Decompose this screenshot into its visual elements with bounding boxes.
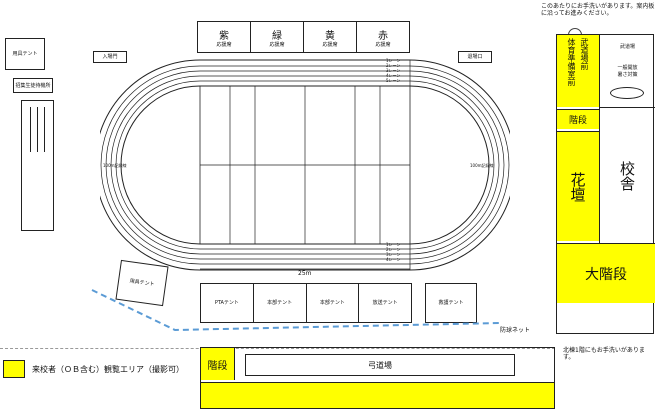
top-note: このあたりにお手洗いがあります。案内板に沿ってお進みください。 bbox=[541, 3, 655, 17]
track bbox=[100, 59, 510, 271]
lane-labels-top: 1レーン 2レーン 3レーン 4レーン 5レーン bbox=[386, 58, 401, 83]
mark-right: 100m記録線 bbox=[470, 163, 494, 168]
tent-hq-2: 本部テント bbox=[307, 284, 360, 322]
ball-net bbox=[91, 289, 501, 332]
east-area: 体育準備室前 武道場前 武道場 一般開放 暑さ対策 階段 花壇 校舎 大階段 bbox=[556, 34, 655, 334]
seat-yellow: 黄 応援席 bbox=[304, 22, 357, 52]
tent-hq-1: 本部テント bbox=[254, 284, 307, 322]
assembly-area: 招集生徒待機所 bbox=[13, 78, 53, 93]
north-note: 北棟1階にもお手洗いがあります。 bbox=[563, 347, 645, 361]
exit-gate: 退場口 bbox=[458, 51, 492, 63]
tents-row: PTAテント 本部テント 本部テント 放送テント bbox=[200, 283, 412, 323]
tent-broadcast: 放送テント bbox=[372, 300, 398, 306]
team-seats: 紫 応援席 緑 応援席 黄 応援席 赤 応援席 bbox=[197, 21, 410, 53]
tent-pta: PTAテント bbox=[201, 284, 254, 322]
assembly-lanes bbox=[21, 100, 54, 231]
school-building: 校舎 bbox=[599, 107, 655, 243]
flowerbed: 花壇 bbox=[557, 131, 599, 241]
lane-labels-bottom: 1レーン 2レーン 3レーン 4レーン bbox=[386, 242, 401, 262]
bottom-area: 階段 弓道場 bbox=[200, 347, 555, 409]
budo-hall: 武道場 一般開放 暑さ対策 bbox=[599, 35, 655, 107]
net-label: 防球ネット bbox=[500, 327, 531, 334]
big-stairs: 大階段 bbox=[557, 243, 655, 303]
mark-left: 100m記録線 bbox=[103, 163, 127, 168]
seat-green: 緑 応援席 bbox=[251, 22, 304, 52]
legend-label: 来校者（ＯＢ含む）観覧エリア（撮影可） bbox=[32, 365, 184, 374]
separator-line bbox=[0, 348, 555, 349]
gym-prep-front: 体育準備室前 武道場前 bbox=[557, 35, 599, 107]
rescue-tent: 救護テント bbox=[425, 283, 477, 323]
distance-label: 25m bbox=[298, 270, 312, 277]
bottom-stairs: 階段 bbox=[201, 348, 235, 380]
entrance-gate: 入場門 bbox=[93, 51, 127, 63]
east-stairs: 階段 bbox=[557, 109, 599, 129]
kyudo-hall: 弓道場 bbox=[245, 354, 515, 376]
gear-tent-left: 用具テント bbox=[5, 38, 45, 70]
legend-swatch bbox=[3, 360, 25, 378]
seat-purple: 紫 応援席 bbox=[198, 22, 251, 52]
seat-red: 赤 応援席 bbox=[375, 30, 391, 48]
bottom-viewing-strip bbox=[201, 382, 554, 408]
